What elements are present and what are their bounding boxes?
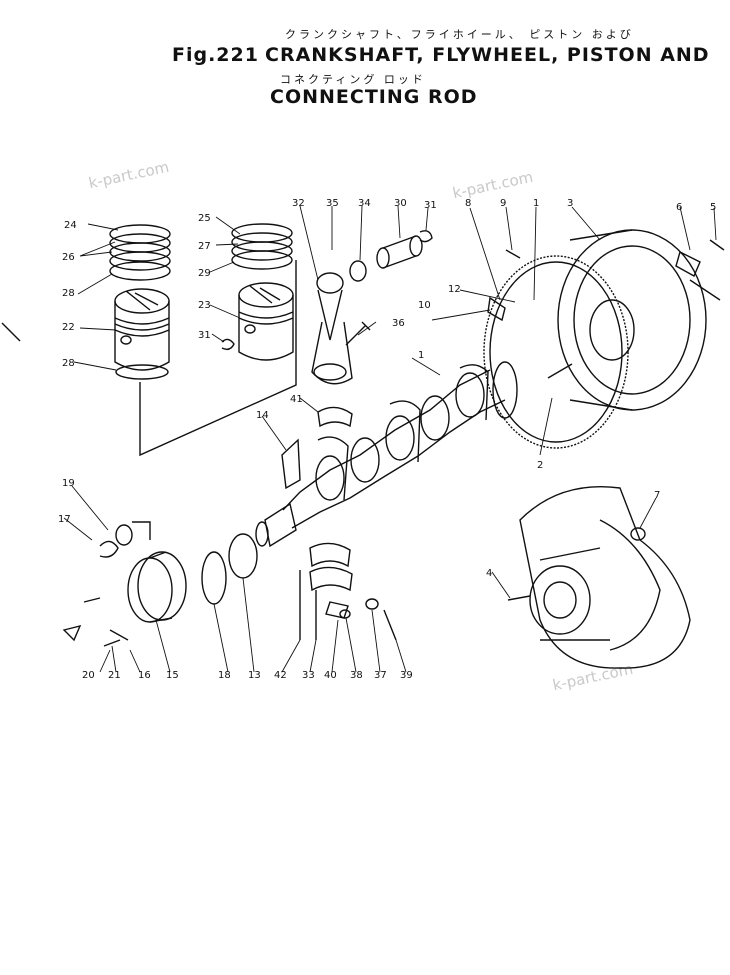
title-english-line2: CONNECTING ROD — [270, 86, 478, 108]
bolt-5 — [709, 239, 725, 251]
callout-31b: 31 — [424, 200, 437, 211]
callout-labels: 1 2 3 4 5 6 7 8 9 10 1 12 13 14 15 16 17… — [58, 198, 716, 681]
piston-left — [114, 288, 170, 371]
bolt-4 — [507, 595, 531, 601]
callout-11: 1 — [533, 198, 539, 209]
callout-34: 34 — [358, 198, 371, 209]
snap-ring-right — [419, 230, 433, 243]
small-end-bushing — [349, 260, 367, 282]
main-bearing — [309, 566, 353, 592]
bolt-front — [83, 597, 101, 603]
callout-27: 27 — [198, 241, 211, 252]
callout-18: 18 — [218, 670, 231, 681]
callout-24: 24 — [64, 220, 77, 231]
title-japanese-line1: クランクシャフト、フライホイール、 ピストン および — [285, 28, 634, 41]
bracket-19 — [132, 521, 151, 540]
rod-bolt — [345, 321, 371, 346]
bolt-7 — [630, 527, 646, 541]
callout-15: 15 — [166, 670, 179, 681]
washer-19 — [115, 524, 133, 546]
snap-ring-left — [221, 338, 235, 351]
callout-17: 17 — [58, 514, 71, 525]
callout-3: 3 — [567, 198, 573, 209]
callout-2: 2 — [537, 460, 543, 471]
callout-5: 5 — [710, 202, 716, 213]
flywheel-housing — [519, 485, 691, 669]
callout-31a: 31 — [198, 330, 211, 341]
callout-21: 21 — [108, 670, 121, 681]
callout-14: 14 — [256, 410, 269, 421]
callout-42: 42 — [274, 670, 287, 681]
gear-13 — [228, 533, 258, 579]
callout-1: 1 — [418, 350, 424, 361]
piston-ring-set-left — [109, 224, 171, 281]
lower-bracket — [299, 570, 397, 641]
callout-9: 9 — [500, 198, 506, 209]
callout-7: 7 — [654, 490, 660, 501]
callout-23: 23 — [198, 300, 211, 311]
leader-lines — [63, 205, 717, 673]
bolt-20-21 — [103, 629, 129, 647]
callout-25: 25 — [198, 213, 211, 224]
bearing-shell-upper — [317, 406, 353, 428]
lock-plate — [487, 296, 506, 322]
callout-40: 40 — [324, 670, 337, 681]
callout-12: 12 — [448, 284, 461, 295]
title-japanese-line2: コネクティング ロッド — [280, 73, 426, 86]
washer-38 — [339, 609, 351, 619]
callout-28b: 28 — [62, 358, 75, 369]
callout-32: 32 — [292, 198, 305, 209]
callout-10: 10 — [418, 300, 431, 311]
figure-number: Fig.221 — [172, 44, 259, 66]
bearing-shell-lower — [309, 542, 351, 568]
callout-33: 33 — [302, 670, 315, 681]
arrow-front — [62, 624, 82, 642]
lock-plate-6 — [675, 250, 701, 277]
flywheel-bolt — [547, 363, 573, 379]
callout-36: 36 — [392, 318, 405, 329]
piston-right — [238, 282, 294, 361]
callout-30: 30 — [394, 198, 407, 209]
connecting-rod — [311, 272, 353, 385]
callout-4: 4 — [486, 568, 492, 579]
nut-17 — [99, 540, 119, 558]
callout-29: 29 — [198, 268, 211, 279]
key — [281, 438, 301, 490]
callout-26: 26 — [62, 252, 75, 263]
flywheel-ring-gear — [483, 255, 629, 449]
callout-39: 39 — [400, 670, 413, 681]
callout-19: 19 — [62, 478, 75, 489]
callout-6: 6 — [676, 202, 682, 213]
title-block: Fig.221 クランクシャフト、フライホイール、 ピストン および CRANK… — [0, 0, 730, 120]
callout-8: 8 — [465, 198, 471, 209]
callout-28a: 28 — [62, 288, 75, 299]
callout-16: 16 — [138, 670, 151, 681]
bolt-9 — [505, 249, 521, 259]
title-english-line1: CRANKSHAFT, FLYWHEEL, PISTON AND — [265, 44, 710, 66]
flywheel — [557, 229, 707, 411]
nut-37 — [365, 598, 379, 610]
plate-flywheel — [689, 279, 721, 301]
assembly-bracket — [139, 260, 297, 457]
piston-ring-bottom-left — [115, 364, 169, 380]
piston-pin — [376, 235, 423, 269]
crankshaft — [255, 361, 518, 548]
piston-ring-set-right — [231, 223, 293, 270]
callout-35: 35 — [326, 198, 339, 209]
callout-38: 38 — [350, 670, 363, 681]
callout-41: 41 — [290, 394, 303, 405]
stray-mark — [1, 322, 21, 342]
seal-18 — [201, 551, 227, 605]
callout-22: 22 — [62, 322, 75, 333]
callout-13: 13 — [248, 670, 261, 681]
crank-pulley — [127, 551, 187, 623]
callout-20: 20 — [82, 670, 95, 681]
callout-37: 37 — [374, 670, 387, 681]
